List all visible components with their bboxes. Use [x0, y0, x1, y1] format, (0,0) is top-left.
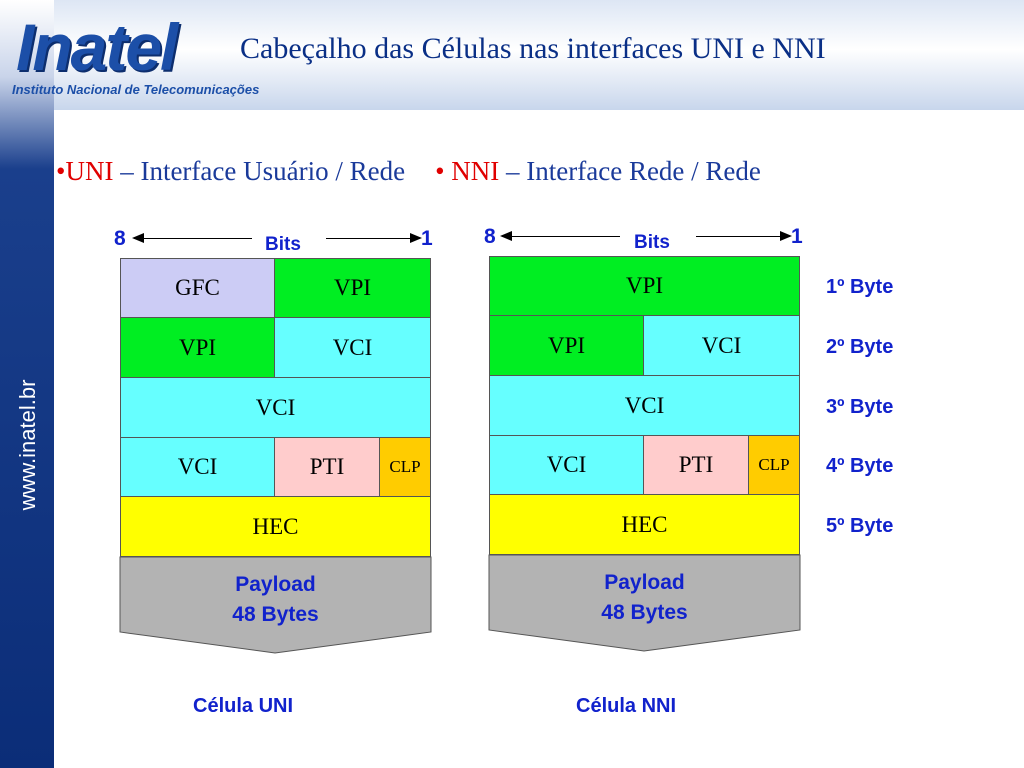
uni-bit-8-label: 8	[114, 227, 126, 250]
nni-bit-8-label: 8	[484, 225, 496, 248]
nni-payload-shape	[488, 554, 801, 652]
nni-vci-field-3: VCI	[489, 375, 800, 436]
uni-hec-field: HEC	[120, 496, 431, 557]
nni-vci-field-4: VCI	[489, 435, 644, 495]
slide-title: Cabeçalho das Células nas interfaces UNI…	[240, 32, 826, 65]
nni-cell-caption: Célula NNI	[576, 695, 677, 717]
byte-label-2: 2º Byte	[826, 336, 894, 358]
nni-bits-arrow-left	[500, 231, 620, 241]
uni-bits-arrow-right	[326, 233, 422, 243]
uni-vpi-field-2: VPI	[120, 317, 275, 378]
byte-label-4: 4º Byte	[826, 455, 894, 477]
nni-vpi-field-1: VPI	[489, 256, 800, 316]
nni-clp-field: CLP	[748, 435, 800, 495]
byte-label-1: 1º Byte	[826, 276, 894, 298]
uni-payload-size: 48 Bytes	[232, 603, 319, 626]
uni-label: UNI	[65, 156, 114, 186]
uni-bit-1-label: 1	[421, 227, 433, 250]
nni-bits-label: Bits	[634, 232, 670, 253]
uni-bits-label: Bits	[265, 234, 301, 255]
uni-bits-arrow-left	[132, 233, 252, 243]
uni-vci-field-4: VCI	[120, 437, 275, 497]
uni-vci-field-3: VCI	[120, 377, 431, 438]
uni-payload-label: Payload 48 Bytes	[120, 570, 431, 630]
nni-payload-title: Payload	[604, 571, 685, 594]
uni-vci-field-2: VCI	[274, 317, 431, 378]
byte-label-3: 3º Byte	[826, 396, 894, 418]
uni-bullet-mark: •	[56, 156, 66, 186]
uni-pti-field: PTI	[274, 437, 380, 497]
nni-payload-label: Payload 48 Bytes	[489, 568, 800, 628]
uni-cell-caption: Célula UNI	[193, 695, 294, 717]
nni-label: NNI	[451, 156, 500, 186]
uni-vpi-field-1: VPI	[274, 258, 431, 318]
nni-bullet-mark: •	[435, 156, 452, 186]
uni-clp-field: CLP	[379, 437, 431, 497]
logo-subtitle: Instituto Nacional de Telecomunicações	[12, 82, 260, 97]
nni-payload-size: 48 Bytes	[601, 601, 688, 624]
nni-vpi-field-2: VPI	[489, 315, 644, 376]
uni-payload-shape	[119, 556, 432, 654]
nni-bit-1-label: 1	[791, 225, 803, 248]
header-bar	[0, 0, 1024, 110]
uni-description: – Interface Usuário / Rede	[113, 156, 406, 186]
inatel-logo: Inatel Instituto Nacional de Telecomunic…	[12, 14, 312, 104]
sidebar-url: www.inatel.br	[8, 360, 48, 530]
uni-gfc-field: GFC	[120, 258, 275, 318]
logo-wordmark: Inatel	[16, 10, 178, 84]
nni-bits-arrow-right	[696, 231, 792, 241]
nni-vci-field-2: VCI	[643, 315, 800, 376]
uni-payload-title: Payload	[235, 573, 316, 596]
interface-bullets: •UNI – Interface Usuário / Rede• NNI – I…	[56, 156, 761, 187]
nni-description: – Interface Rede / Rede	[499, 156, 761, 186]
nni-hec-field: HEC	[489, 494, 800, 555]
byte-label-5: 5º Byte	[826, 515, 894, 537]
sidebar-band	[0, 0, 54, 768]
sidebar-url-text: www.inatel.br	[15, 379, 40, 511]
nni-pti-field: PTI	[643, 435, 749, 495]
